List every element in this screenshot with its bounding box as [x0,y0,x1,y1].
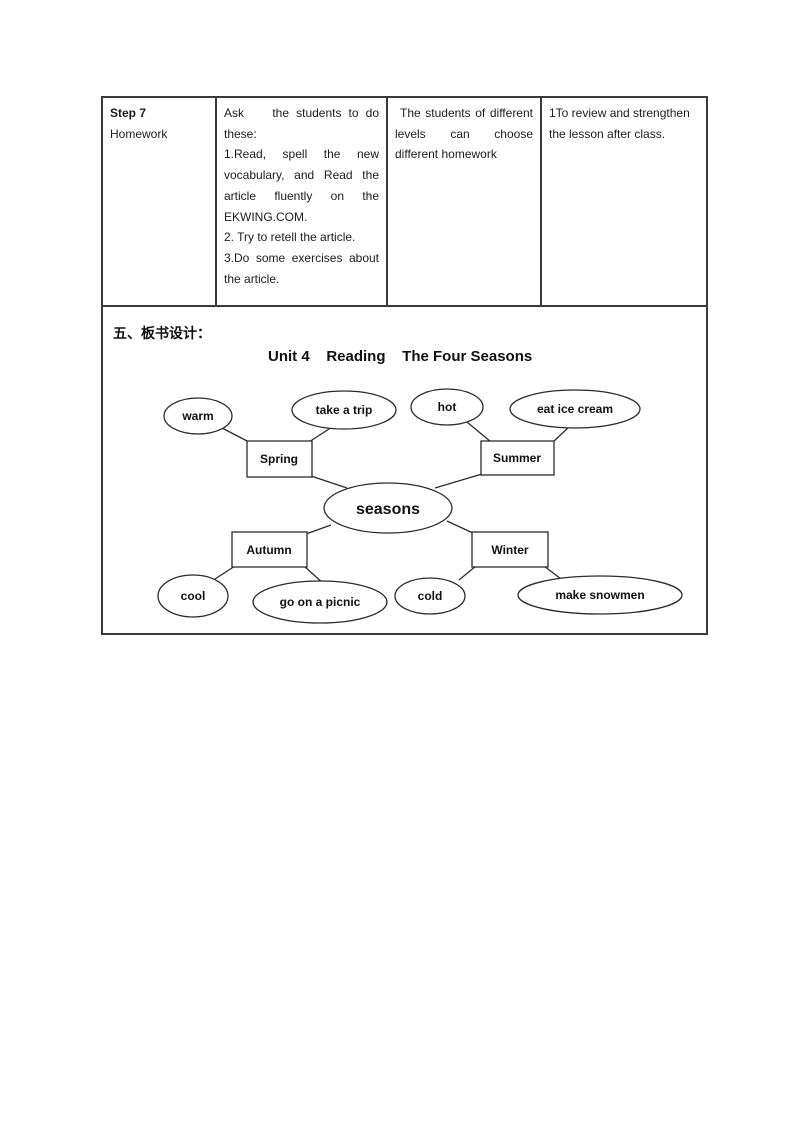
connector-cream-summer [552,425,571,443]
student-activity-text: The students of different levels can cho… [395,106,533,162]
node-warm-label: warm [181,409,213,423]
node-hot-label: hot [438,400,457,414]
connector-warm-spring [221,427,250,443]
teacher-activity-item: 3.Do some exercises about the article. [224,250,379,286]
step-subtitle: Homework [110,126,168,141]
node-summer-shape [480,440,555,476]
node-warm: warm [163,397,233,435]
node-autumn: Autumn [231,531,308,568]
table-row-step7: Step 7 Homework Ask the students to do t… [103,98,706,307]
cell-step: Step 7 Homework [103,98,215,305]
node-winter-label: Winter [491,543,529,557]
step-title: Step 7 [110,106,147,120]
node-cold-label: cold [418,589,443,603]
teacher-activity-intro: Ask the students to do these: [224,106,383,141]
node-spring-shape [246,440,313,478]
node-take-a-trip-label: take a trip [316,403,373,417]
purpose-text: 1To review and strengthen the lesson aft… [549,106,690,141]
node-eat-ice-cream-shape [509,389,641,429]
cell-student-activity: The students of different levels can cho… [386,98,540,305]
connector-winter-snowmen [543,565,562,580]
node-winter-shape [471,531,549,568]
teacher-activity-item: 2. Try to retell the article. [224,230,356,245]
connector-summer-seasons [434,473,483,489]
cell-purpose: 1To review and strengthen the lesson aft… [540,98,706,305]
board-design-section: 五、板书设计： Unit 4 Reading The Four Seasons … [103,307,706,633]
node-hot: hot [410,388,484,426]
node-summer: Summer [480,440,555,476]
cell-teacher-activity: Ask the students to do these: 1.Read, sp… [215,98,386,305]
connector-seasons-winter [446,520,476,535]
board-title: Unit 4 Reading The Four Seasons [268,348,533,365]
node-take-a-trip: take a trip [291,390,397,430]
connector-seasons-autumn [305,524,332,535]
node-go-on-a-picnic-label: go on a picnic [280,595,361,609]
node-go-on-a-picnic: go on a picnic [252,580,388,624]
teacher-activity-item: 1.Read, spell the new vocabulary, and Re… [224,147,379,224]
node-cold-shape [394,577,466,615]
node-cold: cold [394,577,466,615]
node-autumn-shape [231,531,308,568]
node-go-on-a-picnic-shape [252,580,388,624]
seasons-concept-map: warm take a trip hot eat ice cream Sprin… [157,388,683,624]
connector-spring-seasons [310,475,348,489]
lesson-plan-table: Step 7 Homework Ask the students to do t… [101,96,708,635]
node-autumn-label: Autumn [246,543,291,557]
node-cool-shape [157,574,229,618]
node-seasons-label: seasons [356,501,420,518]
connector-autumn-cool [214,565,236,580]
node-spring: Spring [246,440,313,478]
node-seasons-shape [323,482,453,534]
connector-hot-summer [466,421,492,443]
section-heading: 五、板书设计： [113,325,211,341]
connector-trip-spring [308,426,333,443]
node-seasons: seasons [323,482,453,534]
node-make-snowmen-label: make snowmen [555,588,644,602]
node-spring-label: Spring [260,452,298,466]
node-warm-shape [163,397,233,435]
node-summer-label: Summer [493,451,541,465]
node-make-snowmen-shape [517,575,683,615]
node-eat-ice-cream: eat ice cream [509,389,641,429]
node-eat-ice-cream-label: eat ice cream [537,402,613,416]
node-cool: cool [157,574,229,618]
node-winter: Winter [471,531,549,568]
node-hot-shape [410,388,484,426]
node-cool-label: cool [181,589,206,603]
connector-winter-cold [458,565,477,581]
node-make-snowmen: make snowmen [517,575,683,615]
node-take-a-trip-shape [291,390,397,430]
